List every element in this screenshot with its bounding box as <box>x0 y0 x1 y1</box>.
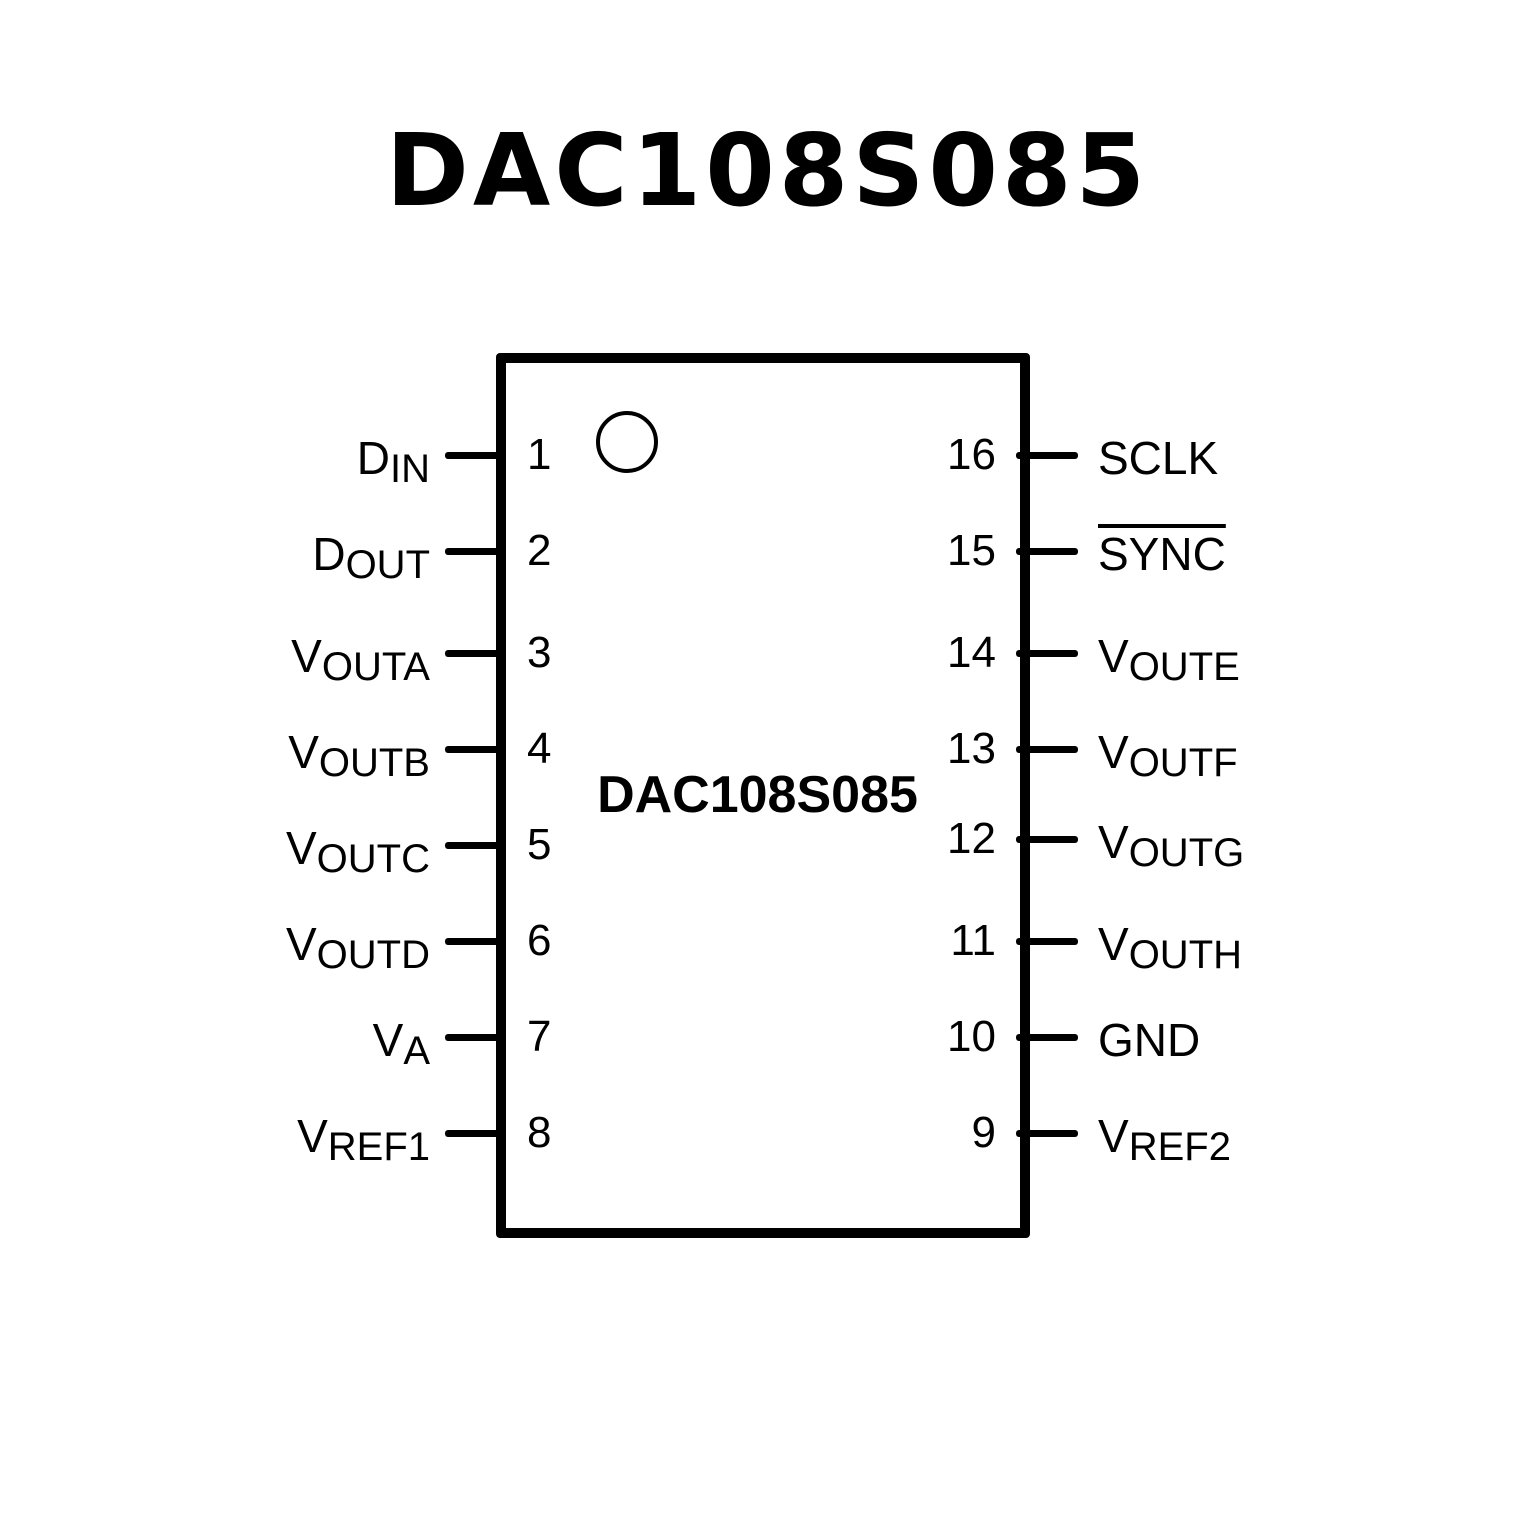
pin-label-main: V <box>285 918 317 970</box>
pin-number: 12 <box>947 814 996 863</box>
pin-number: 10 <box>947 1012 996 1061</box>
pin-label-main: V <box>291 630 322 682</box>
pin-number: 2 <box>527 526 552 575</box>
pin-label: DIN <box>356 432 430 491</box>
pin-line <box>445 1034 499 1041</box>
pin-label-main: D <box>356 432 390 484</box>
pin-label-subscript: OUTD <box>316 933 430 977</box>
pin-number: 7 <box>527 1012 552 1061</box>
pin-label-main: SYNC <box>1098 528 1226 580</box>
pin-label-main: V <box>1098 918 1129 970</box>
pin-line <box>445 842 499 849</box>
pin-label-subscript: OUTG <box>1128 831 1245 875</box>
pin-number: 9 <box>971 1108 996 1157</box>
pin-label-subscript: REF2 <box>1128 1125 1231 1169</box>
pin-line <box>1016 1034 1078 1041</box>
pin-label-main: V <box>1098 630 1129 682</box>
pin-label: VREF2 <box>1098 1110 1231 1169</box>
pin-number: 1 <box>527 430 552 479</box>
pin-number: 11 <box>950 916 996 965</box>
pin-number: 6 <box>527 916 552 965</box>
pin-label: VOUTB <box>288 726 430 785</box>
pin-label: SCLK <box>1098 435 1218 481</box>
pin-line <box>1016 938 1078 945</box>
chip-label: DAC108S085 <box>597 766 918 824</box>
pin-label-main: V <box>1098 816 1129 868</box>
pin-line <box>1016 452 1078 459</box>
pin-label-main: GND <box>1098 1014 1201 1066</box>
pin-label: VA <box>372 1014 430 1073</box>
pin-label-main: D <box>312 528 346 580</box>
pin-label-subscript: OUTB <box>318 741 430 785</box>
pin-label-subscript: OUTF <box>1128 741 1238 785</box>
pin-label: VOUTC <box>285 822 430 881</box>
pin-number: 4 <box>527 724 552 773</box>
pin-label: VOUTE <box>1098 630 1240 689</box>
pin-label: DOUT <box>312 528 430 587</box>
pin-number: 5 <box>527 820 552 869</box>
pin-number: 15 <box>947 526 996 575</box>
pin-label-subscript: OUTE <box>1128 645 1240 689</box>
pin-label: VREF1 <box>297 1110 430 1169</box>
pin-number: 14 <box>947 628 996 677</box>
pin-label: VOUTD <box>285 918 430 977</box>
pin-line <box>1016 548 1078 555</box>
pin-line <box>445 548 499 555</box>
pin-line <box>445 1130 499 1137</box>
pin-number: 8 <box>527 1108 552 1157</box>
pin-label-main: V <box>372 1014 404 1066</box>
pin1-marker-dot <box>596 411 658 473</box>
pin-label-subscript: IN <box>390 447 430 491</box>
pin-label: SYNC <box>1098 531 1226 577</box>
pin-label-subscript: A <box>403 1029 430 1073</box>
pin-number: 16 <box>947 430 996 479</box>
pin-label-main: V <box>1098 726 1129 778</box>
pin-label-subscript: REF1 <box>327 1125 430 1169</box>
pin-label: VOUTG <box>1098 816 1244 875</box>
pin-line <box>445 650 499 657</box>
pin-label-main: V <box>285 822 317 874</box>
ic-body <box>496 353 1030 1238</box>
pin-label-subscript: OUT <box>345 543 430 587</box>
pin-line <box>445 938 499 945</box>
pin-line <box>1016 650 1078 657</box>
diagram-title: DAC108S085 <box>385 112 1150 229</box>
pin-number: 13 <box>947 724 996 773</box>
pin-label-main: V <box>1098 1110 1129 1162</box>
pin-label-main: V <box>288 726 319 778</box>
pin-number: 3 <box>527 628 552 677</box>
pin-label: GND <box>1098 1017 1200 1063</box>
pin-label: VOUTA <box>291 630 430 689</box>
pin-label-subscript: OUTA <box>321 645 430 689</box>
pin-label: VOUTH <box>1098 918 1242 977</box>
pin-line <box>445 452 499 459</box>
pin-label-subscript: OUTH <box>1128 933 1243 977</box>
pin-line <box>445 746 499 753</box>
pin-label-main: SCLK <box>1098 432 1219 484</box>
pin-label-main: V <box>297 1110 328 1162</box>
pin-label-subscript: OUTC <box>316 837 430 881</box>
pin-line <box>1016 746 1078 753</box>
pin-line <box>1016 836 1078 843</box>
pin-label: VOUTF <box>1098 726 1238 785</box>
pin-line <box>1016 1130 1078 1137</box>
